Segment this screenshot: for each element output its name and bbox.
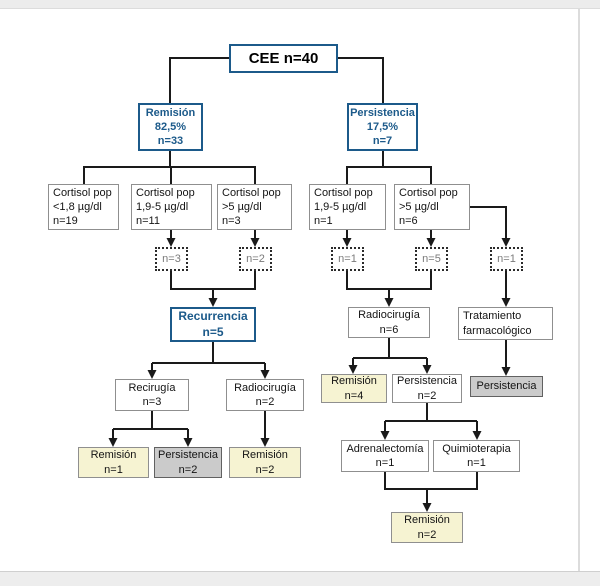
node-subset-n1-right-label: n=1	[497, 252, 516, 265]
node-cee: CEE n=40	[229, 44, 338, 73]
node-subset-n1-left: n=1	[331, 247, 364, 271]
node-remision-n2-mid-label: Remisión n=2	[242, 449, 288, 476]
node-tratamiento-farmacologico-label: Tratamiento farmacológico	[463, 310, 532, 337]
node-persistencia-n2-left-label: Persistencia n=2	[158, 449, 218, 476]
node-cortisol-gt5-n3-label: Cortisol pop >5 µg/dl n=3	[222, 186, 281, 228]
node-remision-n4-label: Remisión n=4	[331, 375, 377, 402]
node-subset-n5-label: n=5	[422, 252, 441, 265]
node-cortisol-lt18-n19: Cortisol pop <1,8 µg/dl n=19	[48, 184, 119, 230]
node-persistencia-farmacologico: Persistencia	[470, 376, 543, 397]
node-recurrencia-label: Recurrencia n=5	[178, 309, 248, 339]
node-persistencia-n2-left: Persistencia n=2	[154, 447, 222, 478]
node-radiocirugia-n2: Radiocirugía n=2	[226, 379, 304, 411]
node-cortisol-19-5-n11-label: Cortisol pop 1,9-5 µg/dl n=11	[136, 186, 195, 228]
node-cee-label: CEE n=40	[248, 49, 319, 67]
node-cortisol-19-5-n11: Cortisol pop 1,9-5 µg/dl n=11	[131, 184, 212, 230]
node-subset-n3-label: n=3	[162, 252, 181, 265]
page-top-edge	[0, 0, 600, 9]
node-adrenalectomia-label: Adrenalectomía n=1	[346, 442, 424, 469]
node-radiocirugia-n6-label: Radiocirugía n=6	[358, 309, 420, 336]
node-subset-n1-left-label: n=1	[338, 252, 357, 265]
node-remision-total: Remisión 82,5% n=33	[138, 103, 203, 151]
node-persistencia-farmacologico-label: Persistencia	[476, 380, 537, 393]
node-recurrencia: Recurrencia n=5	[170, 307, 256, 342]
node-remision-n4: Remisión n=4	[321, 374, 387, 403]
node-recirugia-n3: Recirugía n=3	[115, 379, 189, 411]
node-persistencia-n2-right-label: Persistencia n=2	[397, 375, 457, 402]
node-remision-n1: Remisión n=1	[78, 447, 149, 478]
node-subset-n3: n=3	[155, 247, 188, 271]
node-cortisol-gt5-n6-label: Cortisol pop >5 µg/dl n=6	[399, 186, 458, 228]
node-adrenalectomia: Adrenalectomía n=1	[341, 440, 429, 472]
node-quimioterapia-label: Quimioterapia n=1	[442, 442, 511, 469]
node-persistencia-total-label: Persistencia 17,5% n=7	[350, 106, 415, 148]
node-persistencia-n2-right: Persistencia n=2	[392, 374, 462, 403]
node-cortisol-19-5-n1-label: Cortisol pop 1,9-5 µg/dl n=1	[314, 186, 373, 228]
node-cortisol-gt5-n3: Cortisol pop >5 µg/dl n=3	[217, 184, 292, 230]
node-recirugia-n3-label: Recirugía n=3	[128, 381, 176, 408]
node-tratamiento-farmacologico: Tratamiento farmacológico	[458, 307, 553, 340]
node-cortisol-gt5-n6: Cortisol pop >5 µg/dl n=6	[394, 184, 470, 230]
page-bottom-edge	[0, 571, 600, 586]
node-subset-n2: n=2	[239, 247, 272, 271]
node-persistencia-total: Persistencia 17,5% n=7	[347, 103, 418, 151]
node-radiocirugia-n2-label: Radiocirugía n=2	[234, 381, 296, 408]
node-remision-total-label: Remisión 82,5% n=33	[145, 106, 196, 148]
node-remision-n2-bottom-label: Remisión n=2	[404, 514, 450, 541]
node-subset-n2-label: n=2	[246, 252, 265, 265]
node-cortisol-lt18-n19-label: Cortisol pop <1,8 µg/dl n=19	[53, 186, 112, 228]
node-radiocirugia-n6: Radiocirugía n=6	[348, 307, 430, 338]
node-remision-n1-label: Remisión n=1	[90, 449, 137, 476]
node-remision-n2-mid: Remisión n=2	[229, 447, 301, 478]
node-remision-n2-bottom: Remisión n=2	[391, 512, 463, 543]
node-subset-n5: n=5	[415, 247, 448, 271]
node-subset-n1-right: n=1	[490, 247, 523, 271]
page-right-edge	[578, 9, 580, 571]
node-cortisol-19-5-n1: Cortisol pop 1,9-5 µg/dl n=1	[309, 184, 386, 230]
node-quimioterapia: Quimioterapia n=1	[433, 440, 520, 472]
